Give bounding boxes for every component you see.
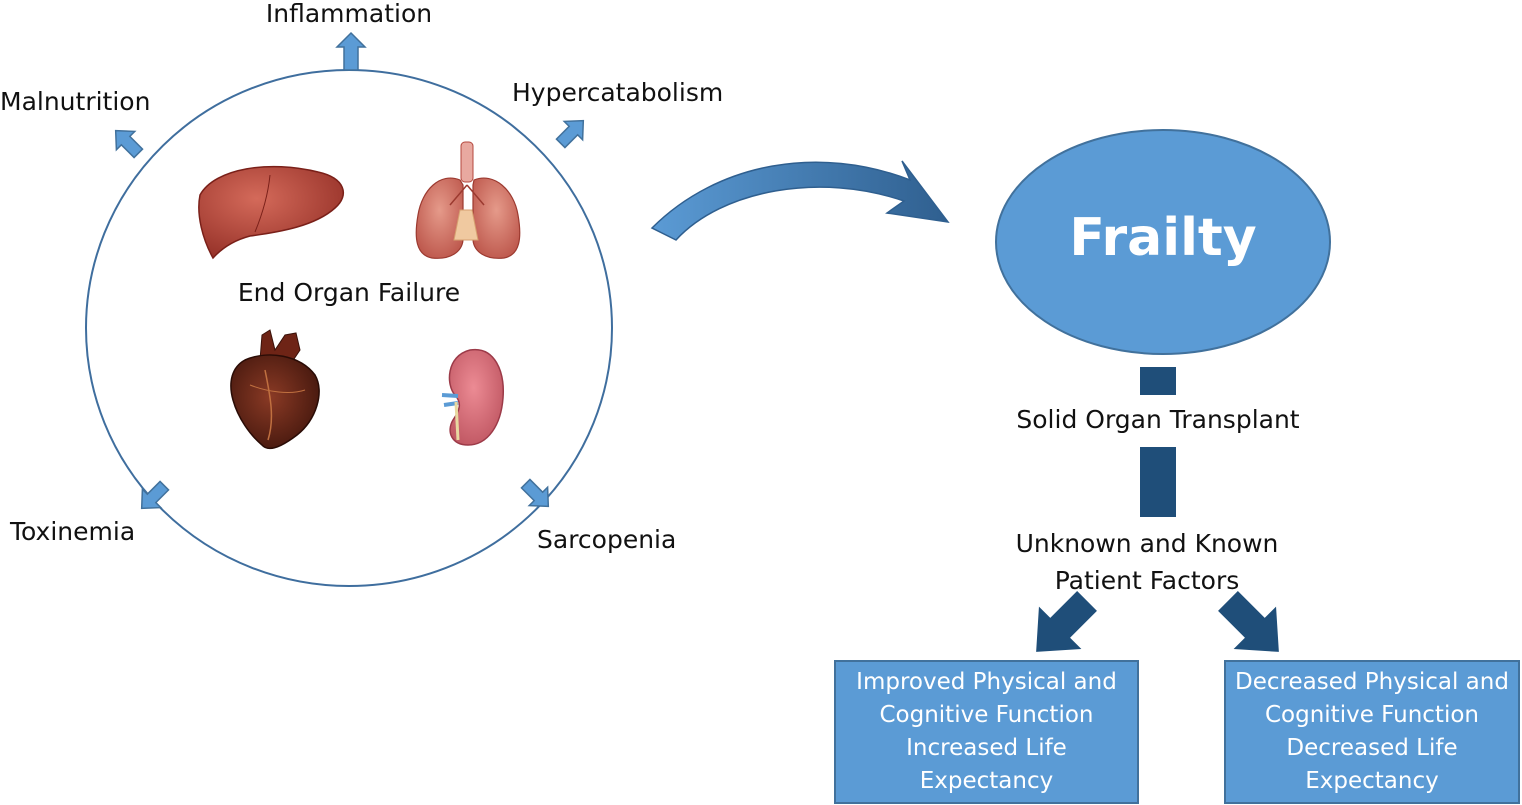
arrow-down-left-icon bbox=[1036, 591, 1097, 652]
arrow-down-right-icon bbox=[1218, 591, 1279, 652]
outcome-sarcopenia: Sarcopenia bbox=[537, 525, 677, 554]
frailty-label: Frailty bbox=[1069, 208, 1257, 268]
frailty-ellipse bbox=[995, 129, 1331, 355]
arrow-down-right-icon bbox=[520, 478, 550, 508]
improved-outcome-line-4: Expectancy bbox=[919, 768, 1054, 794]
liver-icon bbox=[198, 165, 345, 260]
arrow-up-right-icon bbox=[555, 119, 585, 149]
kidney-icon bbox=[441, 348, 504, 446]
outcome-hypercatabolism: Hypercatabolism bbox=[512, 78, 724, 107]
improved-outcome-line-1: Improved Physical and bbox=[856, 669, 1117, 695]
connector-bar-1 bbox=[1140, 367, 1176, 395]
improved-outcome-line-3: Increased Life bbox=[906, 735, 1067, 761]
outcome-malnutrition: Malnutrition bbox=[0, 87, 151, 116]
patient-factors-line-1: Unknown and Known bbox=[1015, 529, 1279, 558]
heart-icon bbox=[230, 329, 320, 450]
arrow-down-left-icon bbox=[140, 480, 170, 510]
improved-outcome-box: Improved Physical and Cognitive Function… bbox=[834, 660, 1139, 804]
decreased-outcome-box: Decreased Physical and Cognitive Functio… bbox=[1224, 660, 1520, 804]
outcome-toxinemia: Toxinemia bbox=[10, 517, 136, 546]
patient-factors-line-2: Patient Factors bbox=[1054, 566, 1240, 595]
improved-outcome-line-2: Cognitive Function bbox=[879, 702, 1094, 728]
decreased-outcome-line-1: Decreased Physical and bbox=[1235, 669, 1509, 695]
curved-arrow-icon bbox=[650, 160, 950, 241]
transplant-label: Solid Organ Transplant bbox=[1016, 405, 1300, 434]
arrow-up-icon bbox=[335, 31, 367, 71]
lungs-icon bbox=[415, 141, 521, 259]
decreased-outcome-line-4: Expectancy bbox=[1305, 768, 1439, 794]
decreased-outcome-line-3: Decreased Life bbox=[1286, 735, 1458, 761]
connector-bar-2 bbox=[1140, 447, 1176, 517]
outcome-inflammation: Inflammation bbox=[265, 0, 433, 28]
decreased-outcome-line-2: Cognitive Function bbox=[1264, 702, 1479, 728]
end-organ-failure-label: End Organ Failure bbox=[237, 278, 461, 307]
arrow-up-left-icon bbox=[114, 129, 144, 159]
organ-failure-circle bbox=[85, 69, 613, 587]
